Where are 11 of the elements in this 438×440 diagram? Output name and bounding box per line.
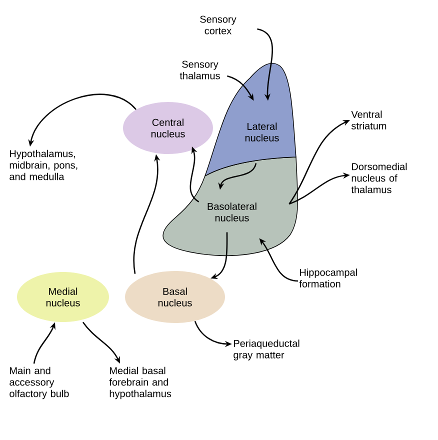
nucleus-label: Basolateral nucleus xyxy=(208,202,256,222)
label-text: Ventral striatum xyxy=(351,110,386,130)
label-text: Medial basal forebrain and hypothalamus xyxy=(109,366,172,400)
label-text: Periaqueductal gray matter xyxy=(234,340,300,360)
label-text: Dorsomedial nucleus of thalamus xyxy=(351,162,407,194)
label-text: Main and accessory olfactory bulb xyxy=(10,366,69,400)
label-text: Hippocampal formation xyxy=(299,268,357,288)
nucleus-label: Lateral nucleus xyxy=(245,122,279,142)
label-text: Sensory cortex xyxy=(200,16,236,34)
label-text: Sensory thalamus xyxy=(180,60,220,80)
label-text: Hypothalamus, midbrain, pons, and medulla xyxy=(10,150,78,180)
